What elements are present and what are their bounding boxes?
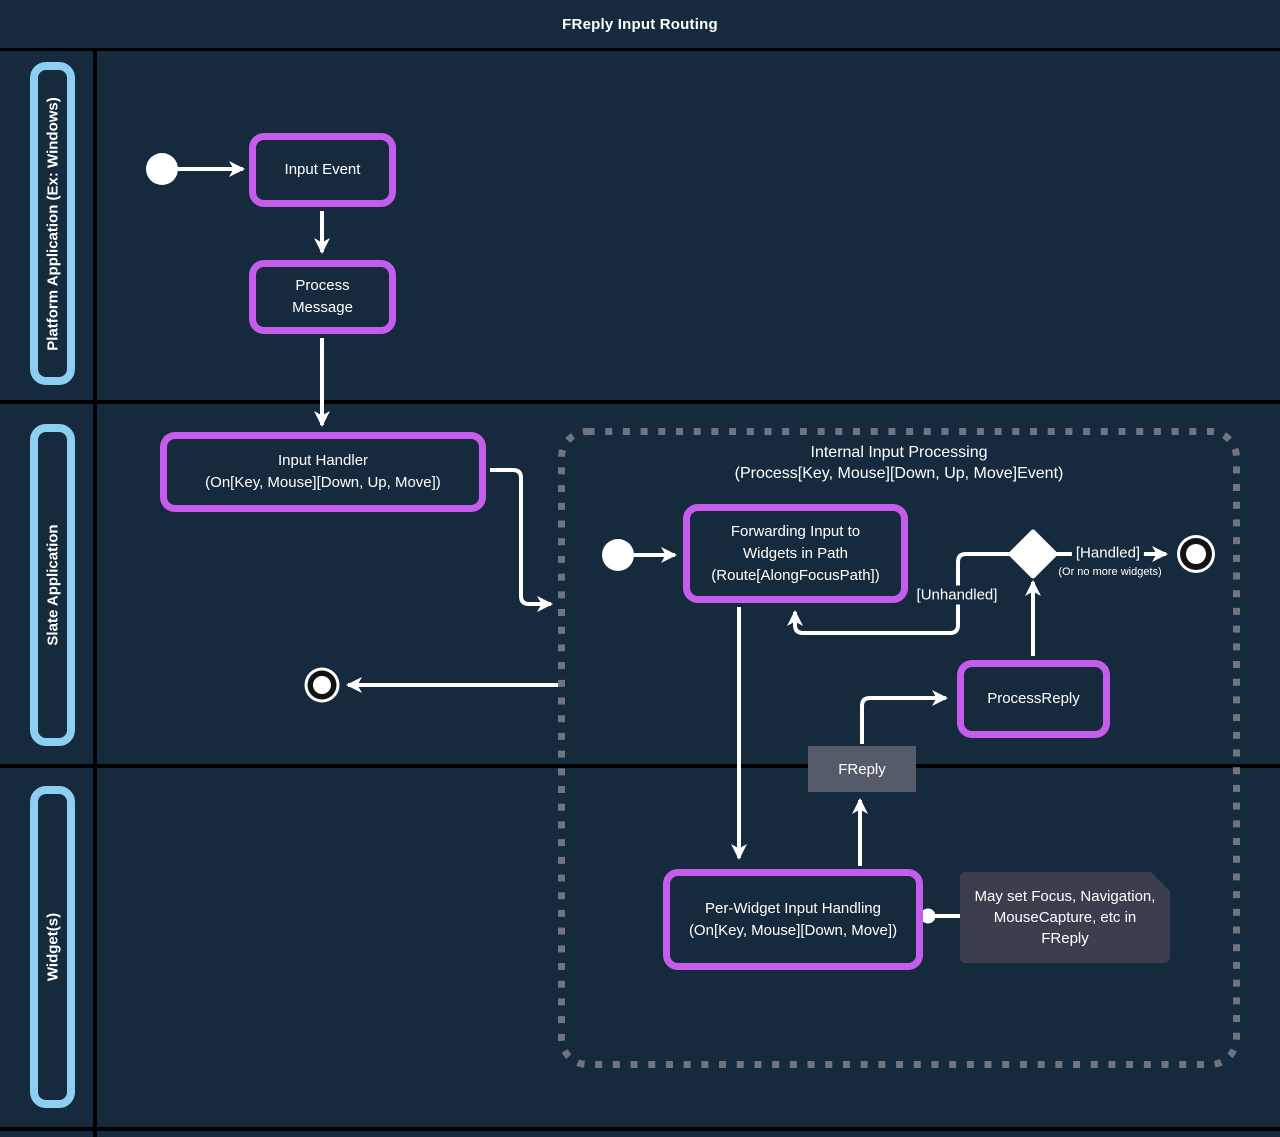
edge-unhandled-loop	[787, 552, 1012, 635]
lane-divider-3	[0, 1127, 1280, 1131]
node-per-widget-line1: Per-Widget Input Handling	[705, 899, 881, 917]
edge-freply-to-process-reply	[860, 690, 948, 744]
lane-platform-application: Platform Application (Ex: Windows)	[30, 62, 75, 385]
note-line3: FReply	[1041, 930, 1089, 947]
node-input-event: Input Event	[249, 133, 396, 207]
start-node-icon	[146, 153, 178, 185]
lane-widgets-label: Widget(s)	[44, 912, 61, 982]
note-line1: May set Focus, Navigation,	[974, 888, 1156, 905]
lane-slate-label: Slate Application	[44, 524, 61, 646]
node-forwarding-line3: (Route[AlongFocusPath])	[711, 566, 880, 584]
internal-group-title-line1: Internal Input Processing	[810, 444, 988, 461]
diagram-title: FReply Input Routing	[562, 15, 718, 33]
node-input-event-label: Input Event	[284, 161, 361, 178]
end-node-right-icon	[1177, 535, 1215, 573]
node-per-widget-input-handling: Per-Widget Input Handling (On[Key, Mouse…	[663, 869, 923, 970]
decision-diamond-icon	[1008, 529, 1058, 579]
node-forwarding-line2: Widgets in Path	[742, 544, 849, 562]
node-forwarding-line1: Forwarding Input to	[730, 522, 861, 540]
node-process-message-line1: Process	[295, 277, 350, 294]
edge-input-handler-to-internal-group	[490, 468, 553, 612]
note-anchor-icon	[920, 908, 936, 924]
node-process-reply: ProcessReply	[957, 660, 1110, 738]
node-per-widget-line2: (On[Key, Mouse][Down, Move])	[688, 921, 898, 939]
internal-group-title: Internal Input Processing (Process[Key, …	[558, 442, 1240, 484]
edge-label-unhandled: [Unhandled]	[912, 585, 1002, 605]
node-input-handler: Input Handler (On[Key, Mouse][Down, Up, …	[160, 432, 486, 512]
lane-divider-1	[0, 400, 1280, 404]
note-line2: MouseCapture, etc in	[993, 909, 1137, 926]
end-node-left-icon	[304, 667, 340, 703]
lane-platform-label: Platform Application (Ex: Windows)	[44, 96, 61, 351]
node-freply: FReply	[808, 746, 916, 792]
node-freply-label: FReply	[838, 760, 886, 778]
title-divider	[0, 48, 1280, 51]
lane-column-divider	[93, 48, 97, 1137]
node-input-handler-line1: Input Handler	[277, 452, 369, 469]
lane-slate-application: Slate Application	[30, 424, 75, 746]
edge-label-no-more-widgets: (Or no more widgets)	[1058, 566, 1162, 578]
internal-start-node-icon	[602, 539, 634, 571]
lane-divider-2	[0, 764, 1280, 768]
internal-group-title-line2: (Process[Key, Mouse][Down, Up, Move]Even…	[734, 465, 1064, 482]
lane-widgets: Widget(s)	[30, 786, 75, 1108]
node-process-message-line2: Message	[292, 299, 353, 316]
internal-group-dashed-border	[558, 428, 1240, 1068]
node-forwarding-input: Forwarding Input to Widgets in Path (Rou…	[683, 504, 908, 603]
node-input-handler-line2: (On[Key, Mouse][Down, Up, Move])	[205, 474, 441, 491]
note-may-set-focus: May set Focus, Navigation, MouseCapture,…	[960, 872, 1170, 963]
node-process-message: Process Message	[249, 260, 396, 334]
node-process-reply-label: ProcessReply	[987, 690, 1080, 707]
edge-label-handled: [Handled]	[1071, 543, 1145, 563]
diagram-title-bar: FReply Input Routing	[0, 0, 1280, 48]
